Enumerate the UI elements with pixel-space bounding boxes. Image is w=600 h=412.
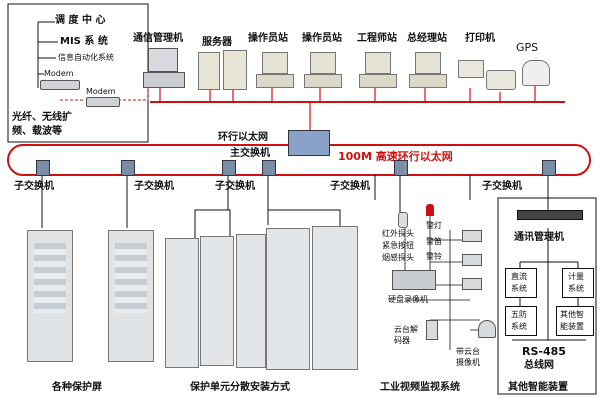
comm-manager-label: 通信管理机 — [133, 33, 183, 44]
alarm1-label: 警灯 — [426, 221, 442, 230]
dc-label-2: 系统 — [511, 284, 527, 293]
sub-switch-4-icon — [262, 160, 276, 176]
infrared-probe-icon — [398, 212, 408, 228]
protection-screens-label: 各种保护屏 — [52, 382, 102, 393]
camera-1-icon — [462, 230, 482, 242]
dvr-icon — [392, 270, 436, 290]
switchgear-cabinet-1 — [165, 238, 199, 368]
engineer-label: 工程师站 — [357, 33, 397, 44]
operator2-label: 操作员站 — [302, 33, 342, 44]
switchgear-cabinet-3 — [236, 234, 266, 368]
modem-right-icon — [86, 97, 120, 107]
fire-system-box: 五防 系统 — [505, 306, 537, 336]
bus-label: 总线网 — [524, 360, 554, 371]
sub-switch-label-5: 子交换机 — [482, 181, 522, 192]
dispatch-label: 调 度 中 心 — [55, 15, 106, 26]
server-label: 服务器 — [202, 37, 232, 48]
sub-switch-5-icon — [394, 160, 408, 176]
comm-manager-unit-icon — [143, 72, 185, 88]
sub-switch-label-4: 子交换机 — [330, 181, 370, 192]
server-tower-2-icon — [223, 50, 247, 90]
operator2-monitor-icon — [310, 52, 336, 74]
dc-system-box: 直流 系统 — [505, 268, 537, 298]
manager-monitor-icon — [415, 52, 441, 74]
alarm2-label: 警笛 — [426, 237, 442, 246]
alarm-light-icon — [426, 204, 434, 216]
switchgear-cabinet-5 — [312, 226, 358, 370]
switchgear-cabinet-2 — [200, 236, 234, 366]
operator1-monitor-icon — [262, 52, 288, 74]
printer-label: 打印机 — [465, 33, 495, 44]
main-switch-icon — [288, 130, 330, 156]
printer-2-icon — [486, 70, 516, 90]
ptz-decoder-label-1: 云台解 — [394, 325, 418, 334]
sub-switch-label-2: 子交换机 — [134, 181, 174, 192]
engineer-monitor-icon — [365, 52, 391, 74]
meter-label-2: 系统 — [568, 284, 584, 293]
server-tower-1-icon — [198, 52, 220, 90]
modem-left-label: Modem — [44, 69, 74, 78]
video-monitoring-label: 工业视频监视系统 — [380, 382, 460, 393]
emergency-label: 紧急按钮 — [382, 241, 414, 250]
manager-label: 总经理站 — [407, 33, 447, 44]
main-switch-label: 主交换机 — [230, 148, 270, 159]
mis-label: MIS 系 统 — [60, 36, 108, 47]
gps-label: GPS — [516, 41, 539, 54]
sub-switch-6-icon — [542, 160, 556, 176]
camera-2-icon — [462, 254, 482, 266]
other-label-2: 能装置 — [560, 322, 584, 331]
link-label-1: 光纤、无线扩 — [12, 112, 72, 123]
operator1-label: 操作员站 — [248, 33, 288, 44]
device-drops — [159, 86, 536, 130]
sub-switch-3-icon — [222, 160, 236, 176]
modem-left-icon — [40, 80, 80, 90]
other-label-1: 其他智 — [560, 310, 584, 319]
protection-screen-2 — [108, 230, 154, 362]
ptz-decoder-icon — [426, 320, 438, 340]
meter-label-1: 计量 — [568, 272, 584, 281]
printer-1-icon — [458, 60, 484, 78]
ptz-decoder-label-2: 码器 — [394, 336, 410, 345]
distributed-install-label: 保护单元分散安装方式 — [190, 382, 290, 393]
infrared-label: 红外探头 — [382, 229, 414, 238]
meter-system-box: 计量 系统 — [562, 268, 594, 298]
operator2-pc-icon — [304, 74, 342, 88]
manager-pc-icon — [409, 74, 447, 88]
rs485-label: RS-485 — [522, 345, 566, 358]
sub-switch-label-3: 子交换机 — [215, 181, 255, 192]
ptz-camera-label-2: 摄像机 — [456, 358, 480, 367]
other-device-box: 其他智 能装置 — [556, 306, 594, 336]
ring-ethernet-label: 环行以太网 — [218, 132, 268, 143]
switchgear-cabinet-4 — [266, 228, 310, 370]
smart-device-frame — [497, 197, 597, 395]
ptz-camera-label-1: 带云台 — [456, 347, 480, 356]
ring-title-label: 100M 高速环行以太网 — [338, 150, 453, 163]
comm-manager-monitor-icon — [148, 48, 178, 72]
camera-3-icon — [462, 278, 482, 290]
dc-label-1: 直流 — [511, 272, 527, 281]
smoke-label: 烟感探头 — [382, 253, 414, 262]
link-label-2: 频、载波等 — [12, 126, 62, 137]
modem-right-label: Modem — [86, 87, 116, 96]
comm-manager-rack-icon — [517, 210, 583, 220]
other-intelligent-label: 其他智能装置 — [508, 382, 568, 393]
ptz-camera-icon — [478, 320, 496, 338]
engineer-pc-icon — [359, 74, 397, 88]
automation-label: 信息自动化系统 — [58, 53, 114, 62]
smart-comm-manager-label: 通讯管理机 — [514, 232, 564, 243]
protection-screen-1 — [27, 230, 73, 362]
operator1-pc-icon — [256, 74, 294, 88]
sub-switch-2-icon — [121, 160, 135, 176]
fire-label-2: 系统 — [511, 322, 527, 331]
sub-switch-label-1: 子交换机 — [14, 181, 54, 192]
fire-label-1: 五防 — [511, 310, 527, 319]
sub-switch-1-icon — [36, 160, 50, 176]
dvr-label: 硬盘录像机 — [388, 295, 428, 304]
alarm3-label: 警铃 — [426, 252, 442, 261]
gps-receiver-icon — [522, 60, 550, 86]
